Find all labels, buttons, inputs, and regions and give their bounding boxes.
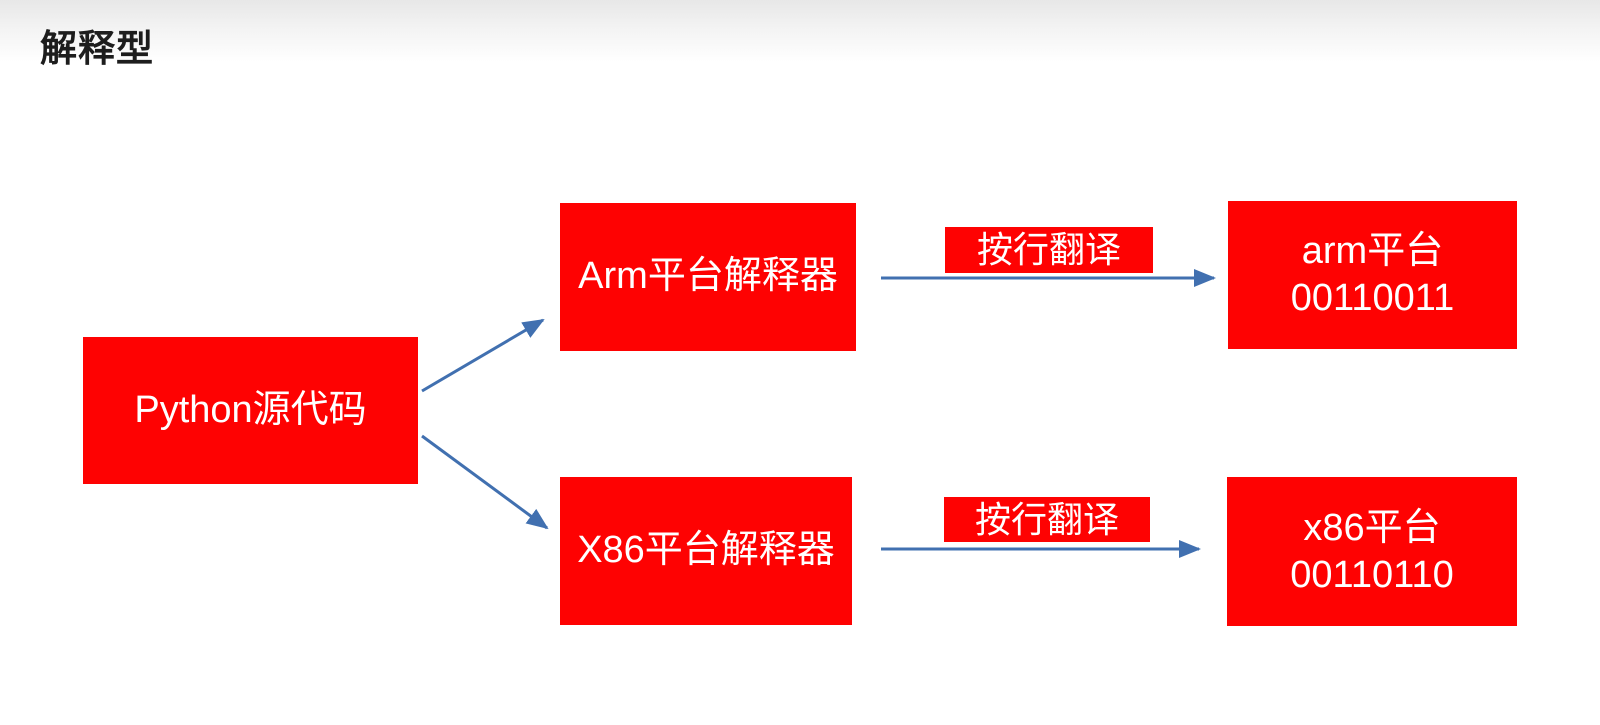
x86-interpreter-label: X86平台解释器 <box>577 529 835 572</box>
arrow-label-top: 按行翻译 <box>945 227 1153 273</box>
x86-output-box: x86平台 00110110 <box>1227 477 1517 626</box>
x86-output-binary: 00110110 <box>1290 553 1454 596</box>
x86-output-platform: x86平台 <box>1303 506 1441 549</box>
arrow-python-to-x86 <box>421 434 549 530</box>
arm-output-box: arm平台 00110011 <box>1228 201 1517 349</box>
arm-output-binary: 00110011 <box>1290 277 1455 319</box>
arrow-python-to-arm <box>421 318 545 393</box>
arrow-label-top-text: 按行翻译 <box>976 229 1121 270</box>
python-source-box: Python源代码 <box>83 337 418 484</box>
arrow-label-bottom-text: 按行翻译 <box>974 498 1119 540</box>
arm-interpreter-label: Arm平台解释器 <box>578 255 838 298</box>
arm-interpreter-box: Arm平台解释器 <box>560 203 856 351</box>
python-source-label: Python源代码 <box>134 388 367 431</box>
page-title: 解释型 <box>40 28 154 69</box>
x86-interpreter-box: X86平台解释器 <box>560 477 852 625</box>
arm-output-platform: arm平台 <box>1301 230 1444 272</box>
arrow-label-bottom: 按行翻译 <box>944 497 1150 542</box>
